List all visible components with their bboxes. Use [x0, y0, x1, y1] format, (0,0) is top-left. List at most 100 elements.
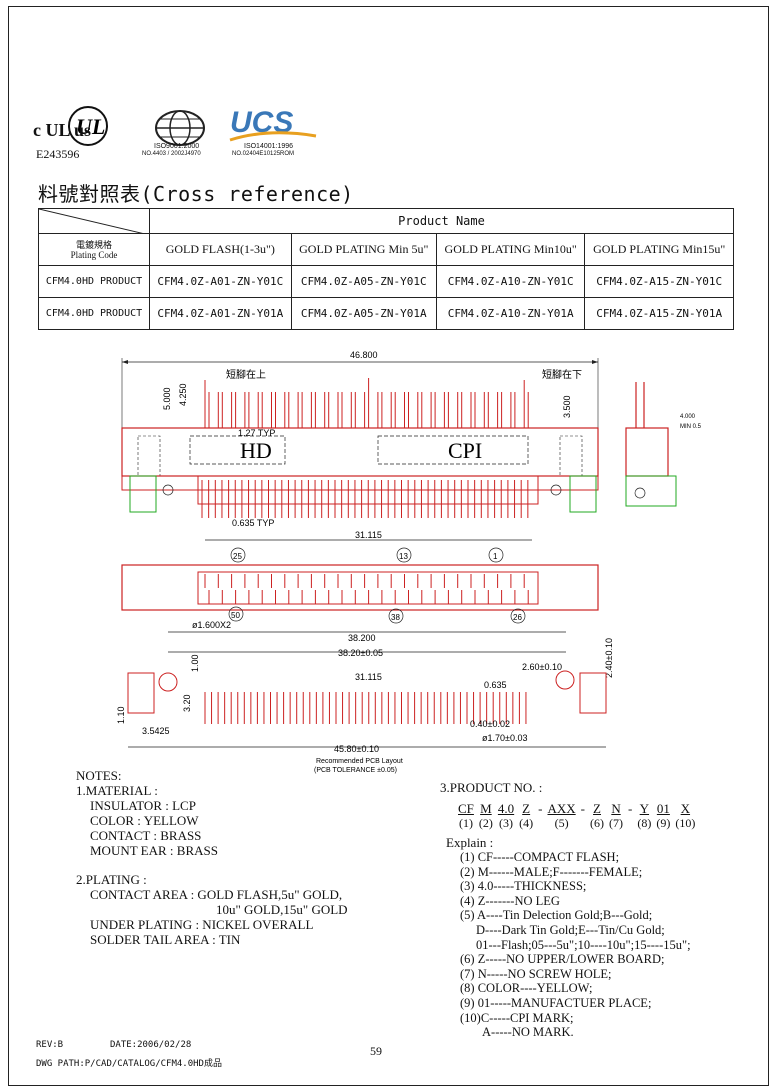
- certification-logos: UL c UL us E243596 ISO9001:2000 NO.4403 …: [30, 106, 330, 164]
- material-title: 1.MATERIAL :: [76, 783, 158, 798]
- dim-4250: 4.250: [178, 383, 188, 406]
- pcb-31115: 31.115: [355, 672, 382, 682]
- explain-list: (1) CF-----COMPACT FLASH; (2) M------MAL…: [440, 850, 750, 1040]
- code-index: (5): [554, 816, 569, 830]
- material-line: CONTACT : BRASS: [90, 828, 202, 843]
- plating-line: 10u" GOLD,15u" GOLD: [216, 902, 348, 917]
- explain-line: (6) Z-----NO UPPER/LOWER BOARD;: [460, 952, 665, 967]
- table-cell: CFM4.0Z-A15-ZN-Y01C: [584, 265, 734, 298]
- pcb-38200: 38.20±0.05: [338, 648, 383, 658]
- pcb-320: 3.20: [182, 694, 192, 712]
- column-header: GOLD PLATING Min10u": [435, 233, 586, 266]
- code-part: N: [611, 801, 621, 816]
- code-separator: -: [628, 801, 633, 816]
- explain-line: (2) M------MALE;F-------FEMALE;: [460, 864, 643, 879]
- note-short-down: 短腳在下: [542, 368, 582, 381]
- table-cell: CFM4.0Z-A01-ZN-Y01C: [149, 265, 292, 298]
- code-index: (1): [458, 816, 473, 830]
- explain-line: (1) CF-----COMPACT FLASH;: [460, 850, 620, 864]
- code-index: (3): [499, 816, 514, 830]
- code-part: 01: [656, 801, 670, 816]
- code-index: (2): [478, 816, 493, 830]
- svg-text:UL: UL: [76, 114, 105, 139]
- pcb-phi170: ø1.70±0.03: [482, 733, 527, 743]
- code-index: (8): [637, 816, 652, 830]
- code-part: Z: [593, 801, 601, 816]
- code-index: (4): [519, 816, 534, 830]
- pcb-caption-1: Recommended PCB Layout: [316, 758, 403, 765]
- callout-25: 25: [233, 552, 242, 561]
- page-frame: [8, 6, 769, 1086]
- pcb-110: 1.10: [116, 706, 126, 724]
- callout-26: 26: [513, 613, 522, 622]
- product-code-parts: CF(1) M(2) 4.0(3) Z(4) - AXX(5) - Z(6) N…: [440, 801, 750, 831]
- dim-4000: 4.000: [680, 414, 696, 420]
- dim-3500: 3.500: [562, 395, 572, 418]
- mark-cpi: CPI: [448, 438, 482, 463]
- dim-31115: 31.115: [355, 530, 382, 540]
- row-label: CFM4.0HD PRODUCT: [38, 297, 150, 330]
- iso14001-number: NO.02404E10125ROM: [232, 151, 295, 157]
- code-index: (6): [590, 816, 605, 830]
- column-header: GOLD FLASH(1-3u"): [149, 233, 292, 266]
- plating-line: SOLDER TAIL AREA : TIN: [90, 932, 241, 947]
- page-number: 59: [370, 1044, 382, 1058]
- iso9001-number: NO.4403 / 2002J4970: [142, 151, 201, 157]
- code-index: (10): [675, 816, 696, 830]
- dim-5000: 5.000: [162, 387, 172, 410]
- pcb-240: 2.40±0.10: [604, 638, 614, 678]
- ul-number: E243596: [36, 147, 80, 161]
- row-label: CFM4.0HD PRODUCT: [38, 265, 150, 298]
- notes-heading: NOTES:: [76, 768, 122, 783]
- table-row: CFM4.0HD PRODUCT CFM4.0Z-A01-ZN-Y01A CFM…: [38, 297, 734, 330]
- explain-line: (9) 01-----MANUFACTUER PLACE;: [460, 995, 652, 1010]
- table-cell: CFM4.0Z-A10-ZN-Y01C: [435, 265, 586, 298]
- dim-38200: 38.200: [348, 633, 376, 643]
- explain-title: Explain :: [446, 835, 494, 850]
- product-name-header: Product Name: [149, 208, 734, 234]
- dim-phi1600: ø1.600X2: [192, 620, 231, 630]
- explain-line: (8) COLOR----YELLOW;: [460, 981, 593, 996]
- dim-46800: 46.800: [350, 350, 378, 360]
- material-line: COLOR : YELLOW: [90, 813, 199, 828]
- explain-line: (7) N-----NO SCREW HOLE;: [460, 966, 612, 981]
- column-header: GOLD PLATING Min 5u": [290, 233, 437, 266]
- explain-line: (3) 4.0-----THICKNESS;: [460, 879, 587, 894]
- iso14001-label: ISO14001:1996: [244, 143, 294, 150]
- explain-line: (5) A----Tin Delection Gold;B---Gold;: [460, 908, 653, 923]
- table-row: CFM4.0HD PRODUCT CFM4.0Z-A01-ZN-Y01C CFM…: [38, 265, 734, 298]
- plating-line: CONTACT AREA : GOLD FLASH,5u" GOLD,: [90, 887, 343, 902]
- notes-section: NOTES: 1.MATERIAL : INSULATOR : LCP COLO…: [76, 768, 348, 947]
- code-part: 4.0: [497, 801, 515, 816]
- pcb-040: 0.40±0.02: [470, 719, 510, 729]
- pcb-100: 1.00: [190, 654, 200, 672]
- code-part: CF: [458, 801, 474, 816]
- ucs-swoosh: [229, 131, 317, 142]
- pcb-0635: 0.635: [484, 680, 507, 690]
- table-cell: CFM4.0Z-A10-ZN-Y01A: [435, 297, 586, 330]
- pcb-caption-2: (PCB TOLERANCE ±0.05): [314, 767, 397, 774]
- code-part: X: [680, 801, 691, 816]
- product-number-title: 3.PRODUCT NO. :: [440, 780, 543, 795]
- table-corner-top: [38, 208, 150, 234]
- table-cell: CFM4.0Z-A05-ZN-Y01C: [290, 265, 437, 298]
- connector-drawing: 46.800 5.000 4.250 短腳在上 短腳在下 3.500 1.27 …: [116, 350, 702, 774]
- code-part: Z: [522, 801, 531, 816]
- note-short-up: 短腳在上: [226, 368, 266, 381]
- product-number-section: 3.PRODUCT NO. : CF(1) M(2) 4.0(3) Z(4) -…: [440, 780, 750, 1040]
- page-title: 料號對照表(Cross reference): [38, 182, 354, 206]
- pcb-3542: 3.5425: [142, 726, 170, 736]
- table-cell: CFM4.0Z-A01-ZN-Y01A: [149, 297, 292, 330]
- code-part: Y: [639, 801, 650, 816]
- callout-50: 50: [231, 611, 240, 620]
- code-index: (7): [609, 816, 624, 830]
- plating-title: 2.PLATING :: [76, 872, 147, 887]
- pcb-4580: 45.80±0.10: [334, 744, 379, 754]
- table-cell: CFM4.0Z-A15-ZN-Y01A: [584, 297, 734, 330]
- dim-0635-typ: 0.635 TYP: [232, 518, 274, 528]
- code-separator: -: [538, 801, 543, 816]
- explain-line: 01---Flash;05---5u";10----10u";15----15u…: [476, 937, 691, 952]
- column-header: GOLD PLATING Min15u": [584, 233, 734, 266]
- callout-1: 1: [493, 552, 498, 561]
- code-part: AXX: [547, 801, 576, 816]
